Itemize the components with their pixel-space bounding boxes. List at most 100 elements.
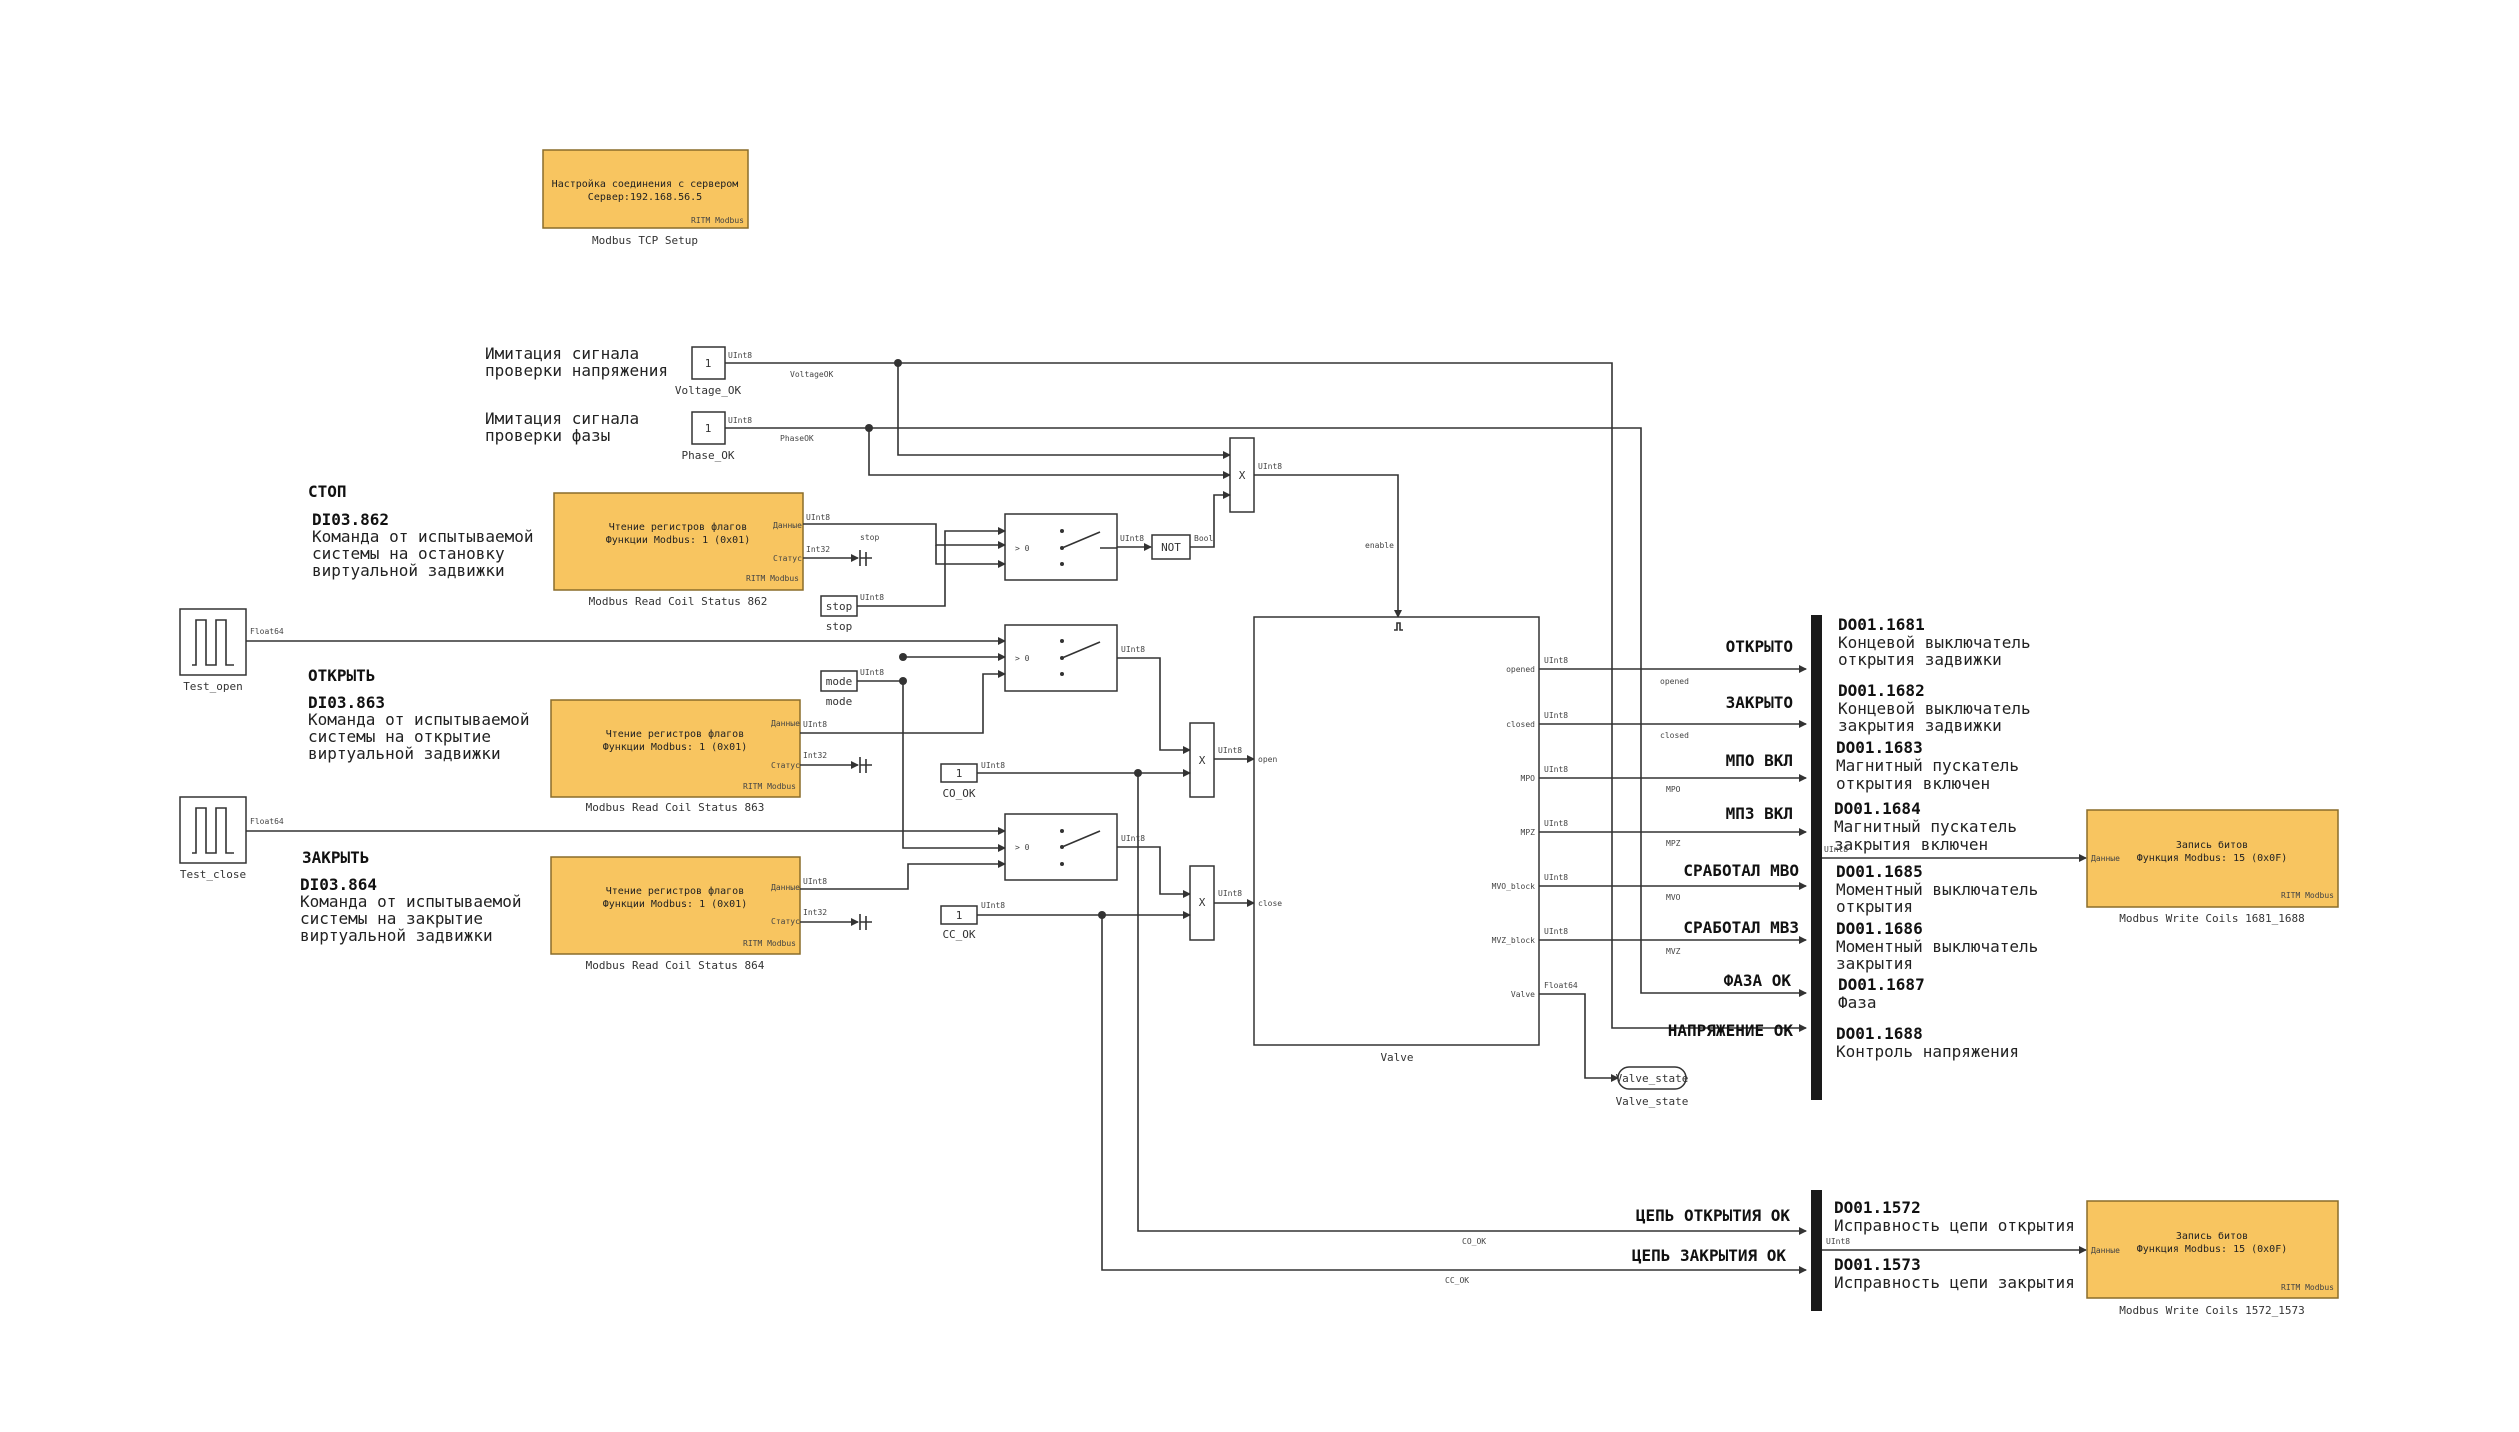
voltage-ok-constant[interactable]: 1 xyxy=(691,346,726,380)
valve-output-wires: UInt8 opened UInt8 closed UInt8 MPO UInt… xyxy=(1539,656,1807,1082)
svg-text:X: X xyxy=(1199,754,1206,767)
stop-tag[interactable]: stop xyxy=(820,595,858,617)
multiply-enable-block[interactable]: X xyxy=(1229,437,1255,513)
svg-text:Чтение регистров флагов: Чтение регистров флагов xyxy=(606,885,744,897)
svg-text:Моментный выключатель: Моментный выключатель xyxy=(1836,937,2038,956)
svg-text:UInt8: UInt8 xyxy=(981,901,1005,910)
svg-text:X: X xyxy=(1239,469,1246,482)
read-coil-863-block[interactable]: Чтение регистров флагов Функции Modbus: … xyxy=(550,699,801,798)
svg-text:Запись битов: Запись битов xyxy=(2176,839,2248,851)
open-code: DI03.863 xyxy=(308,693,385,712)
wire-enable xyxy=(1254,474,1402,618)
valve-state-caption: Valve_state xyxy=(1616,1095,1689,1108)
valve-state-tag[interactable]: Valve_state xyxy=(1616,1066,1689,1090)
read-coil-864-block[interactable]: Чтение регистров флагов Функции Modbus: … xyxy=(550,856,801,955)
svg-text:close: close xyxy=(1258,899,1282,908)
write-coils-1681-block[interactable]: Запись битов Функция Modbus: 15 (0x0F) R… xyxy=(2086,809,2339,908)
open-desc-1: Команда от испытываемой xyxy=(308,710,530,729)
svg-text:UInt8: UInt8 xyxy=(1824,845,1848,854)
svg-text:DO01.1686: DO01.1686 xyxy=(1836,919,1923,938)
open-desc-2: системы на открытие xyxy=(308,727,491,746)
svg-text:Фаза: Фаза xyxy=(1838,993,1877,1012)
stop-desc-3: виртуальной задвижки xyxy=(312,561,505,580)
stop-code: DI03.862 xyxy=(312,510,389,529)
phase-ok-caption: Phase_OK xyxy=(682,449,735,462)
mode-tag[interactable]: mode xyxy=(820,670,858,692)
wire-phase xyxy=(725,427,1807,997)
stop-desc-2: системы на остановку xyxy=(312,544,505,563)
svg-text:> 0: > 0 xyxy=(1015,654,1030,663)
svg-text:Исправность цепи закрытия: Исправность цепи закрытия xyxy=(1834,1273,2075,1292)
test-open-source[interactable] xyxy=(179,608,247,676)
svg-text:UInt8: UInt8 xyxy=(1544,765,1568,774)
svg-text:открытия включен: открытия включен xyxy=(1836,774,1990,793)
output-descriptions: DO01.1681 Концевой выключатель открытия … xyxy=(1834,615,2075,1292)
sig-stop: stop xyxy=(860,533,879,542)
svg-text:UInt8: UInt8 xyxy=(1121,834,1145,843)
not-block[interactable]: NOT xyxy=(1151,534,1191,560)
svg-text:DO01.1688: DO01.1688 xyxy=(1836,1024,1923,1043)
svg-text:RITM Modbus: RITM Modbus xyxy=(746,574,799,583)
wire-863-data xyxy=(800,670,1006,734)
svg-text:Концевой выключатель: Концевой выключатель xyxy=(1838,699,2031,718)
read-coil-862-block[interactable]: Чтение регистров флагов Функции Modbus: … xyxy=(553,492,804,591)
svg-text:Int32: Int32 xyxy=(803,908,827,917)
svg-text:CC_OK: CC_OK xyxy=(1445,1276,1469,1285)
close-desc-3: виртуальной задвижки xyxy=(300,926,493,945)
terminator-862 xyxy=(859,550,872,566)
svg-text:Float64: Float64 xyxy=(250,627,284,636)
switch-open-block[interactable]: > 0 xyxy=(1004,624,1118,692)
svg-text:MPO: MPO xyxy=(1666,785,1681,794)
wire-switch-close-mul xyxy=(1117,846,1191,898)
wire-switch-open-mul xyxy=(1117,657,1191,754)
sig-voltage: VoltageOK xyxy=(790,370,834,379)
open-heading: ОТКРЫТЬ xyxy=(308,666,375,685)
svg-text:СРАБОТАЛ МВО: СРАБОТАЛ МВО xyxy=(1683,861,1799,880)
co-ok-caption: CO_OK xyxy=(942,787,975,800)
read-863-caption: Modbus Read Coil Status 863 xyxy=(586,801,765,814)
voltage-ok-caption: Voltage_OK xyxy=(675,384,742,397)
svg-text:UInt8: UInt8 xyxy=(1544,819,1568,828)
svg-text:DO01.1683: DO01.1683 xyxy=(1836,738,1923,757)
svg-text:Чтение регистров флагов: Чтение регистров флагов xyxy=(609,521,747,533)
svg-text:RITM Modbus: RITM Modbus xyxy=(743,939,796,948)
open-desc-3: виртуальной задвижки xyxy=(308,744,501,763)
svg-text:mode: mode xyxy=(826,675,853,688)
svg-text:Запись битов: Запись битов xyxy=(2176,1230,2248,1242)
write-coils-1572-block[interactable]: Запись битов Функция Modbus: 15 (0x0F) R… xyxy=(2086,1200,2339,1299)
setup-caption: Modbus TCP Setup xyxy=(592,234,698,247)
svg-text:MPZ: MPZ xyxy=(1521,828,1536,837)
switch-close-block[interactable]: > 0 xyxy=(1004,813,1118,881)
svg-text:1: 1 xyxy=(956,767,963,780)
note-phase-1: Имитация сигнала xyxy=(485,409,639,428)
phase-type: UInt8 xyxy=(728,416,752,425)
stop-heading: СТОП xyxy=(308,482,347,501)
svg-text:UInt8: UInt8 xyxy=(1544,711,1568,720)
valve-block[interactable]: open close opened closed MPO MPZ MVO_blo… xyxy=(1253,616,1540,1046)
svg-text:закрытия: закрытия xyxy=(1836,954,1913,973)
svg-text:Valve_state: Valve_state xyxy=(1616,1072,1689,1085)
phase-ok-constant[interactable]: 1 xyxy=(691,411,726,445)
svg-text:MPO: MPO xyxy=(1521,774,1536,783)
multiply-open-block[interactable]: X xyxy=(1189,722,1215,798)
cc-ok-constant[interactable]: 1 xyxy=(940,905,978,925)
read-862-caption: Modbus Read Coil Status 862 xyxy=(589,595,768,608)
note-voltage-1: Имитация сигнала xyxy=(485,344,639,363)
wire-862-data xyxy=(803,523,1006,549)
wire-voltage xyxy=(725,362,1807,1032)
multiply-close-block[interactable]: X xyxy=(1189,865,1215,941)
svg-text:DO01.1572: DO01.1572 xyxy=(1834,1198,1921,1217)
note-voltage-2: проверки напряжения xyxy=(485,361,668,380)
switch-stop-block[interactable]: > 0 xyxy=(1004,513,1118,581)
close-desc-1: Команда от испытываемой xyxy=(300,892,522,911)
test-close-source[interactable] xyxy=(179,796,247,864)
svg-text:закрытия включен: закрытия включен xyxy=(1834,835,1988,854)
terminator-863 xyxy=(859,757,872,773)
svg-text:Float64: Float64 xyxy=(250,817,284,826)
modbus-tcp-setup-block[interactable]: Настройка соединения с сервером Сервер:1… xyxy=(542,149,749,229)
svg-text:DO01.1573: DO01.1573 xyxy=(1834,1255,1921,1274)
svg-text:Данные: Данные xyxy=(2091,854,2120,863)
co-ok-constant[interactable]: 1 xyxy=(940,763,978,783)
valve-caption: Valve xyxy=(1380,1051,1413,1064)
svg-text:UInt8: UInt8 xyxy=(1826,1237,1850,1246)
